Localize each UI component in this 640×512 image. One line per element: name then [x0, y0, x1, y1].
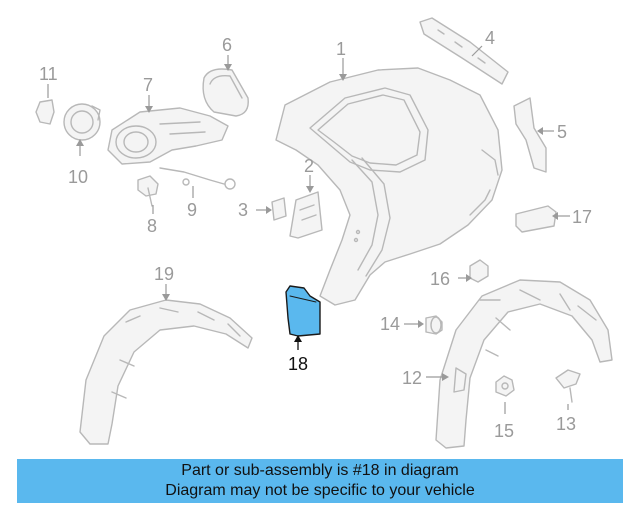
part-17-lamp: [515, 205, 557, 233]
label-18: 18: [288, 354, 308, 374]
banner-line-2: Diagram may not be specific to your vehi…: [165, 482, 475, 499]
part-9-rod: [159, 167, 236, 190]
label-11: 11: [39, 64, 58, 84]
label-13: 13: [556, 414, 576, 434]
label-12: 12: [402, 368, 422, 388]
part-13-screw: [555, 369, 581, 403]
part-3-clip: [271, 197, 287, 221]
parts-diagram: 1 2 3 4 5 6 7: [35, 17, 613, 449]
part-14-grommet: [425, 315, 443, 335]
part-5-bracket: [513, 97, 547, 173]
part-8-bolt: [137, 175, 159, 207]
label-4: 4: [485, 28, 495, 48]
part-15-nut: [495, 375, 515, 397]
label-16: 16: [430, 269, 450, 289]
label-3: 3: [238, 200, 248, 220]
label-14: 14: [380, 314, 400, 334]
label-17: 17: [572, 207, 592, 227]
part-7-fuel-housing: [107, 107, 229, 165]
label-15: 15: [494, 421, 514, 441]
part-2-bracket: [289, 191, 323, 239]
part-11-actuator: [35, 99, 55, 125]
label-10: 10: [68, 167, 88, 187]
label-5: 5: [557, 122, 567, 142]
part-16-clip: [469, 259, 489, 283]
part-18-highlighted: [285, 285, 321, 337]
label-1: 1: [336, 39, 346, 59]
info-banner: Part or sub-assembly is #18 in diagram D…: [17, 459, 623, 503]
label-6: 6: [222, 35, 232, 55]
part-10-filler-ring: [63, 103, 101, 141]
label-8: 8: [147, 216, 157, 236]
part-6-fuel-door: [202, 68, 249, 117]
label-2: 2: [304, 156, 314, 176]
part-1-quarter-panel: [275, 67, 503, 306]
label-7: 7: [143, 75, 153, 95]
label-19: 19: [154, 264, 174, 284]
label-9: 9: [187, 200, 197, 220]
part-19-wheel-liner: [79, 299, 253, 445]
banner-line-1: Part or sub-assembly is #18 in diagram: [181, 462, 459, 479]
part-12-wheel-liner: [435, 279, 613, 449]
part-4-molding: [419, 17, 509, 85]
